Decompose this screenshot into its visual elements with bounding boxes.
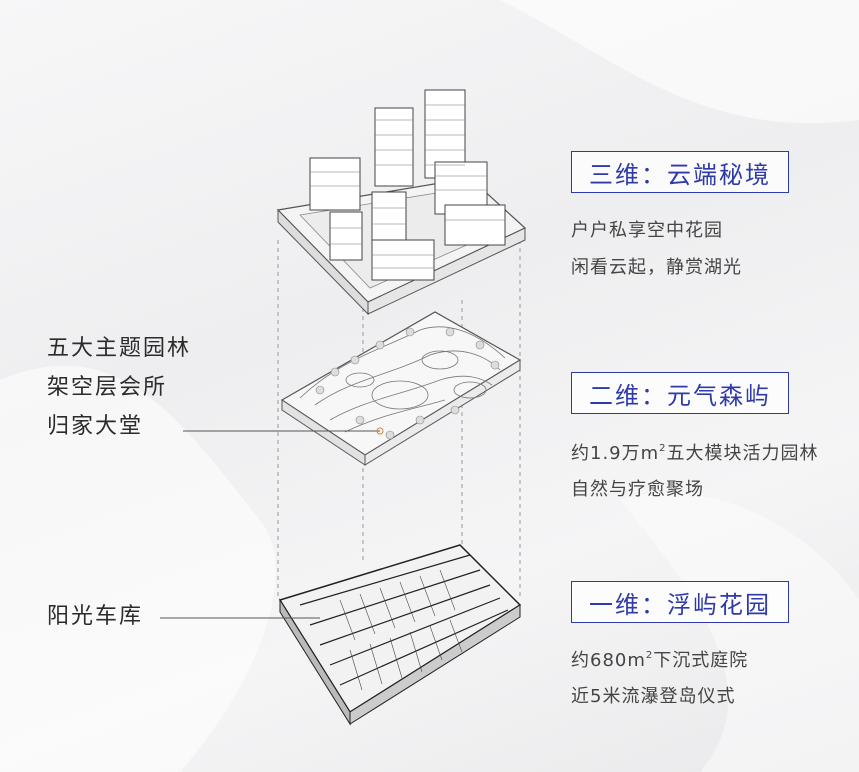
- level-2-line-1: 约1.9万m2五大模块活力园林: [571, 443, 819, 464]
- garage-layer: [278, 544, 522, 726]
- label-themed-gardens: 五大主题园林: [47, 336, 192, 361]
- label-sunlit-garage: 阳光车库: [47, 604, 144, 629]
- level-2-line-2: 自然与疗愈聚场: [571, 479, 704, 500]
- level-1-title: 一维：浮屿花园: [571, 581, 789, 623]
- label-clubhouse: 架空层会所: [47, 375, 168, 400]
- label-lobby: 归家大堂: [47, 414, 144, 439]
- level-3-line-2: 闲看云起，静赏湖光: [571, 257, 742, 278]
- level-2-title: 二维：元气森屿: [571, 372, 789, 414]
- level-3-title: 三维：云端秘境: [571, 151, 789, 193]
- level-1-line-2: 近5米流瀑登岛仪式: [571, 686, 736, 707]
- level-1-line-1: 约680m2下沉式庭院: [571, 650, 749, 671]
- landscape-layer: [280, 311, 522, 466]
- level-3-line-1: 户户私享空中花园: [571, 220, 723, 241]
- tower-layer: [276, 89, 527, 316]
